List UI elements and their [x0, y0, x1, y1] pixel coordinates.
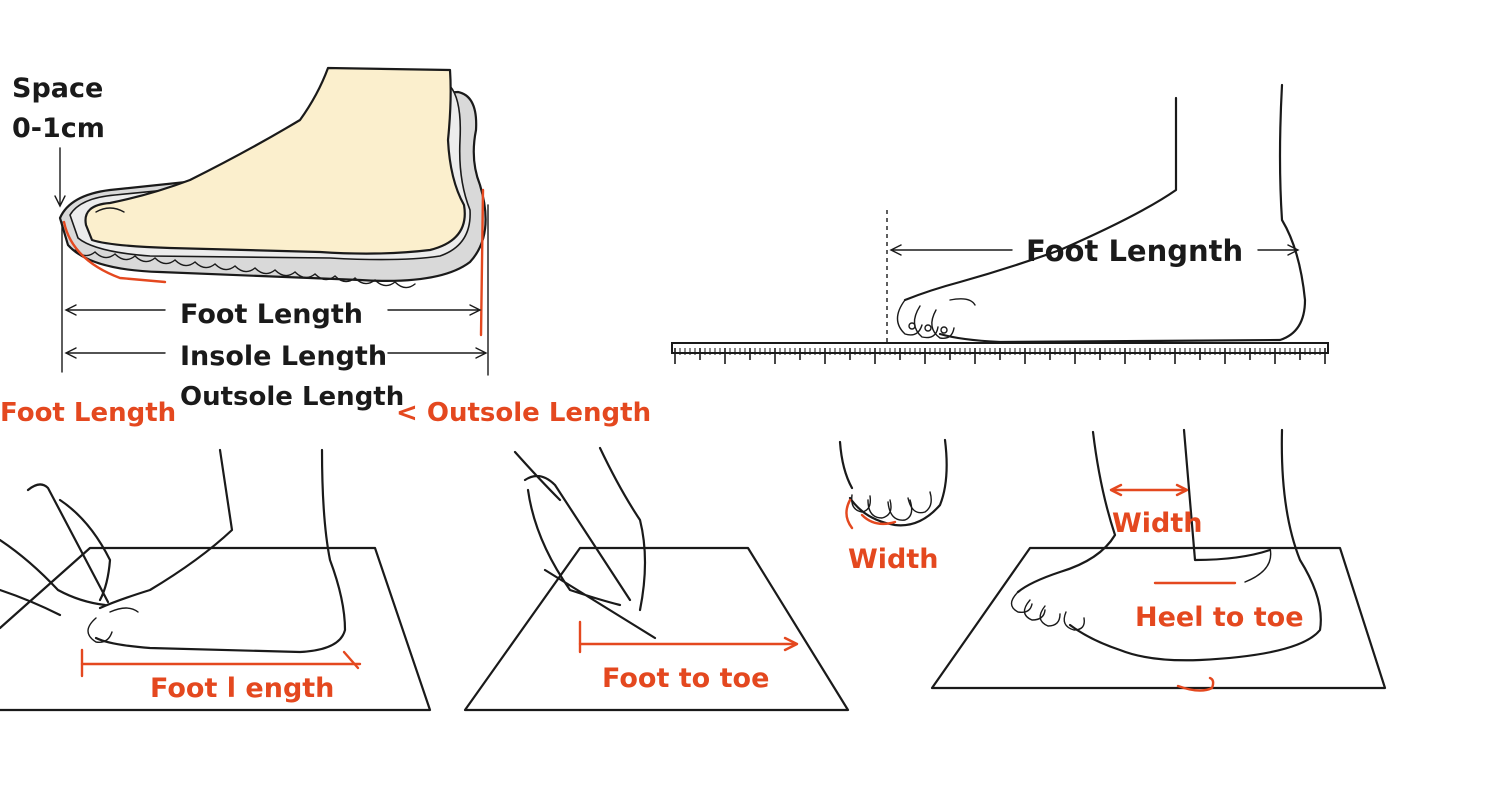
tracing-label-1: Foot l ength: [150, 673, 334, 704]
foot-length-arrow: [64, 304, 482, 316]
toe-front-toes: [851, 491, 932, 521]
standing-foot: [903, 83, 1307, 344]
foot-to-toe-arrow: [578, 620, 799, 654]
shoe-tread: [74, 249, 416, 289]
toes-width: [1010, 547, 1272, 631]
ruler-ticks: [674, 348, 1326, 364]
toe-front-view: [838, 438, 948, 527]
ruler-diagram: Foot Lengnth: [671, 83, 1329, 364]
heel-marker-curve: [1176, 676, 1215, 692]
standing-foot-width: [1016, 428, 1322, 662]
toes-width-label: Width: [848, 544, 939, 575]
foot-width-arrow: [1109, 483, 1189, 497]
toe-space-marker: [62, 220, 167, 284]
foot-length-label: Foot Length: [180, 299, 363, 330]
toe-nail: [95, 207, 125, 213]
comparison-right-label: < Outsole Length: [396, 398, 651, 428]
tracing-diagram-2: Foot to toe: [463, 446, 850, 712]
traced-foot-1: [94, 448, 347, 654]
width-diagram: Width Width Heel to toe: [838, 428, 1387, 692]
space-label-line1: Space: [12, 73, 103, 104]
heel-marker: [479, 188, 485, 337]
tracing-diagram-1: Foot l ength: [0, 448, 432, 712]
heel-to-toe-label: Heel to toe: [1135, 602, 1304, 633]
insole-length-label: Insole Length: [180, 341, 387, 372]
space-arrow-head: [54, 195, 66, 208]
insole-length-arrow: [64, 347, 488, 359]
foot-length-arrow-1: [80, 648, 362, 678]
space-label-line2: 0-1cm: [12, 113, 105, 144]
paper-sheet-1: [0, 546, 432, 712]
toe-width-marker: [845, 498, 897, 530]
foot-in-shoe: [84, 66, 466, 255]
outsole-length-label: Outsole Length: [180, 382, 404, 412]
paper-sheet-3: [930, 546, 1387, 690]
comparison-left-label: Foot Length: [0, 398, 176, 428]
tracing-label-2: Foot to toe: [602, 663, 769, 694]
foot-width-label: Width: [1112, 508, 1203, 539]
hand-with-pen: [513, 446, 657, 640]
paper-sheet-2: [463, 546, 850, 712]
ruler-foot-length-label: Foot Lengnth: [1026, 234, 1243, 268]
toes: [896, 298, 976, 339]
foot-length-arrow-ruler: [889, 244, 1300, 256]
toes-1: [87, 607, 139, 643]
shoe-diagram: Space 0-1cm Foot Length Insole Length Ou…: [0, 66, 651, 428]
hand-with-pencil-1: [0, 483, 112, 617]
